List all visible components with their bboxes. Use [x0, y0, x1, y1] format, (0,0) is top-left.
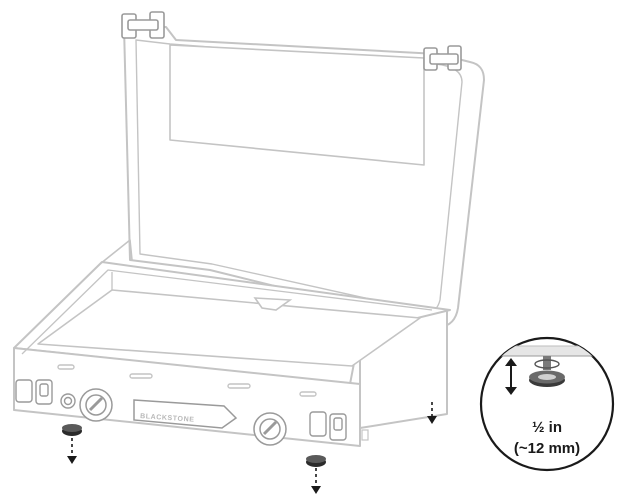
callout-measure-inches: ½ in [532, 419, 562, 436]
arrow-down-back-icon [427, 402, 437, 424]
lid-hinge-left [121, 11, 165, 39]
control-knob-right [253, 412, 287, 446]
arrow-down-right-icon [311, 468, 321, 494]
grease-tab [253, 297, 293, 311]
brand-badge: BLACKSTONE [133, 399, 238, 429]
lid-hinge-right [423, 45, 462, 71]
griddle-lid [123, 26, 485, 328]
brand-text: BLACKSTONE [140, 413, 195, 424]
griddle-top-surface [37, 289, 421, 367]
arrow-down-left-icon [67, 438, 77, 464]
control-knob-left [79, 388, 113, 422]
right-side-notch [361, 429, 369, 441]
foot-right [306, 455, 326, 467]
lid-window [169, 44, 425, 166]
side-latch-left [15, 379, 53, 405]
foot-adjustment-callout: ½ in (~12 mm) [479, 336, 615, 472]
callout-measure-mm: (~12 mm) [514, 440, 580, 457]
foot-detail-icon [529, 356, 565, 387]
foot-left [62, 424, 82, 436]
front-slots [57, 364, 317, 397]
igniter-button-icon [60, 393, 76, 409]
double-arrow-vertical-icon [505, 358, 517, 395]
side-latch-right [309, 411, 347, 441]
